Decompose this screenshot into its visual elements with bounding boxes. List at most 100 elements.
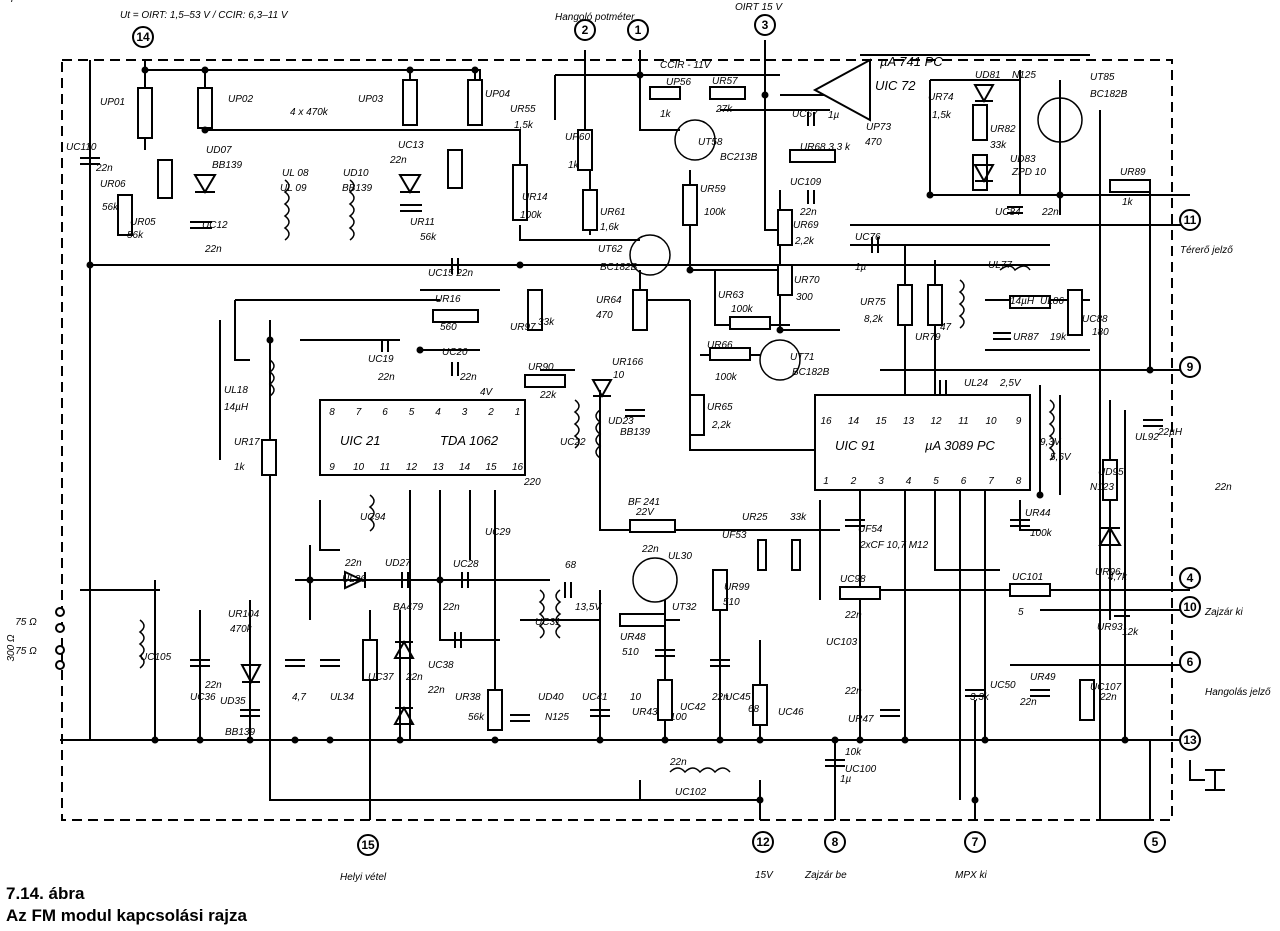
terminal-10-label: Zajzár ki bbox=[1204, 607, 1244, 618]
junction-dot bbox=[716, 736, 724, 744]
component-label-199: 22n bbox=[0, 0, 17, 3]
terminal-7-label: MPX ki bbox=[955, 870, 987, 881]
component-label-193: 1µ bbox=[840, 774, 852, 785]
junction-dot bbox=[406, 66, 414, 74]
junction-dot bbox=[926, 191, 934, 199]
wiring bbox=[60, 40, 1205, 821]
component-label-151: UD95 bbox=[1098, 467, 1124, 478]
component-label-85: UC84 bbox=[995, 207, 1021, 218]
terminal-3-circle bbox=[754, 14, 776, 36]
component-label-91: UC76 bbox=[855, 232, 881, 243]
terminal-6-number: 6 bbox=[1187, 655, 1194, 669]
component-label-41: UR14 bbox=[522, 192, 548, 203]
component-label-2: UP03 bbox=[358, 94, 383, 105]
component-label-175: 10 bbox=[630, 692, 642, 703]
uic91-pin-7: 7 bbox=[988, 476, 994, 487]
component-label-83: UD83 bbox=[1010, 154, 1036, 165]
junction-dot bbox=[436, 576, 444, 584]
component-label-139: UC98 bbox=[840, 574, 866, 585]
component-label-54: UT58 bbox=[698, 137, 723, 148]
component-label-100: UR87 bbox=[1013, 332, 1039, 343]
junction-dot bbox=[306, 576, 314, 584]
component-label-98: 14µH bbox=[1010, 296, 1035, 307]
uic21-pin-10: 10 bbox=[353, 462, 365, 473]
component-label-28: UC19 bbox=[368, 354, 394, 365]
junction-dot bbox=[636, 71, 644, 79]
component-label-128: UC31 bbox=[535, 617, 561, 628]
terminal-13-number: 13 bbox=[1183, 733, 1197, 747]
component-label-163: UC105 bbox=[140, 652, 172, 663]
component-label-31: 22n bbox=[459, 372, 477, 383]
component-label-53: 27k bbox=[715, 104, 733, 115]
component-label-132: BF 241 bbox=[628, 497, 660, 508]
junction-dot bbox=[596, 736, 604, 744]
component-label-66: 2,2k bbox=[794, 236, 815, 247]
ic-uic21-type: TDA 1062 bbox=[440, 433, 499, 448]
ic-uic91: UIC 91 µA 3089 PC bbox=[814, 394, 1031, 491]
component-label-30: UC20 bbox=[442, 347, 468, 358]
junction-dot bbox=[141, 66, 149, 74]
ic-uic21-ref: UIC 21 bbox=[340, 433, 380, 448]
junction-dot bbox=[471, 66, 479, 74]
junction-dot bbox=[151, 736, 159, 744]
junction-dot bbox=[516, 261, 524, 269]
component-label-62: 100k bbox=[704, 207, 727, 218]
terminal-14-circle bbox=[132, 26, 154, 48]
ic-uic91-type: µA 3089 PC bbox=[925, 438, 995, 453]
terminal-11-number: 11 bbox=[1184, 213, 1197, 227]
component-label-115: 5,6V bbox=[1050, 452, 1072, 463]
component-label-174: UC41 bbox=[582, 692, 608, 703]
junction-dot bbox=[491, 736, 499, 744]
terminal-8-label: Zajzár be bbox=[804, 870, 847, 881]
terminal-2-circle bbox=[574, 19, 596, 41]
component-label-118: UC94 bbox=[360, 512, 386, 523]
antenna-connector bbox=[55, 623, 65, 633]
terminal-8-circle bbox=[824, 831, 846, 853]
component-label-68: 300 bbox=[796, 292, 813, 303]
component-label-140: 22n bbox=[844, 610, 862, 621]
uic21-pin-6: 6 bbox=[382, 407, 388, 418]
terminal-7-circle bbox=[964, 831, 986, 853]
component-label-164: 4,7 bbox=[292, 692, 306, 703]
component-label-106: UR166 bbox=[612, 357, 644, 368]
junction-dots bbox=[86, 66, 1154, 804]
component-label-185: 3,3k bbox=[970, 692, 990, 703]
junction-dot bbox=[326, 736, 334, 744]
component-label-120: UL36 bbox=[342, 574, 366, 585]
component-label-44: 1,6k bbox=[600, 222, 620, 233]
component-label-134: UR25 bbox=[742, 512, 768, 523]
component-label-13: UC12 bbox=[202, 220, 228, 231]
junction-dot bbox=[756, 736, 764, 744]
component-label-187: 22n bbox=[1019, 697, 1037, 708]
component-label-135: 33k bbox=[790, 512, 807, 523]
junction-dot bbox=[416, 346, 424, 354]
component-label-160: BB139 bbox=[225, 727, 255, 738]
component-label-190: UC100 bbox=[845, 764, 877, 775]
terminal-2-number: 2 bbox=[582, 23, 589, 37]
component-label-150: 4,7k bbox=[1108, 572, 1128, 583]
component-label-165: UL34 bbox=[330, 692, 354, 703]
component-label-145: UR44 bbox=[1025, 508, 1051, 519]
uic91-pin-6: 6 bbox=[961, 476, 967, 487]
component-label-104: UR90 bbox=[528, 362, 554, 373]
component-label-188: UR49 bbox=[1030, 672, 1056, 683]
component-label-0: UP01 bbox=[100, 97, 125, 108]
component-label-52: UR57 bbox=[712, 76, 738, 87]
terminal-15-circle bbox=[357, 834, 379, 856]
terminal-7-number: 7 bbox=[972, 835, 979, 849]
component-label-166: UC37 bbox=[368, 672, 394, 683]
component-label-119: 22n bbox=[344, 558, 362, 569]
component-label-197: 14µH bbox=[0, 0, 25, 3]
component-label-123: UC28 bbox=[453, 559, 479, 570]
component-label-80: 1,5k bbox=[932, 110, 952, 121]
component-label-182: UC46 bbox=[778, 707, 804, 718]
component-label-57: 1µ bbox=[828, 110, 840, 121]
component-label-36: 1k bbox=[234, 462, 246, 473]
antenna-connector bbox=[55, 660, 65, 670]
component-label-143: UR48 bbox=[620, 632, 646, 643]
component-label-201: AFC bbox=[0, 0, 21, 3]
component-label-19: UC13 bbox=[398, 140, 424, 151]
uic91-pin-12: 12 bbox=[930, 416, 942, 427]
resistors bbox=[117, 79, 1151, 731]
